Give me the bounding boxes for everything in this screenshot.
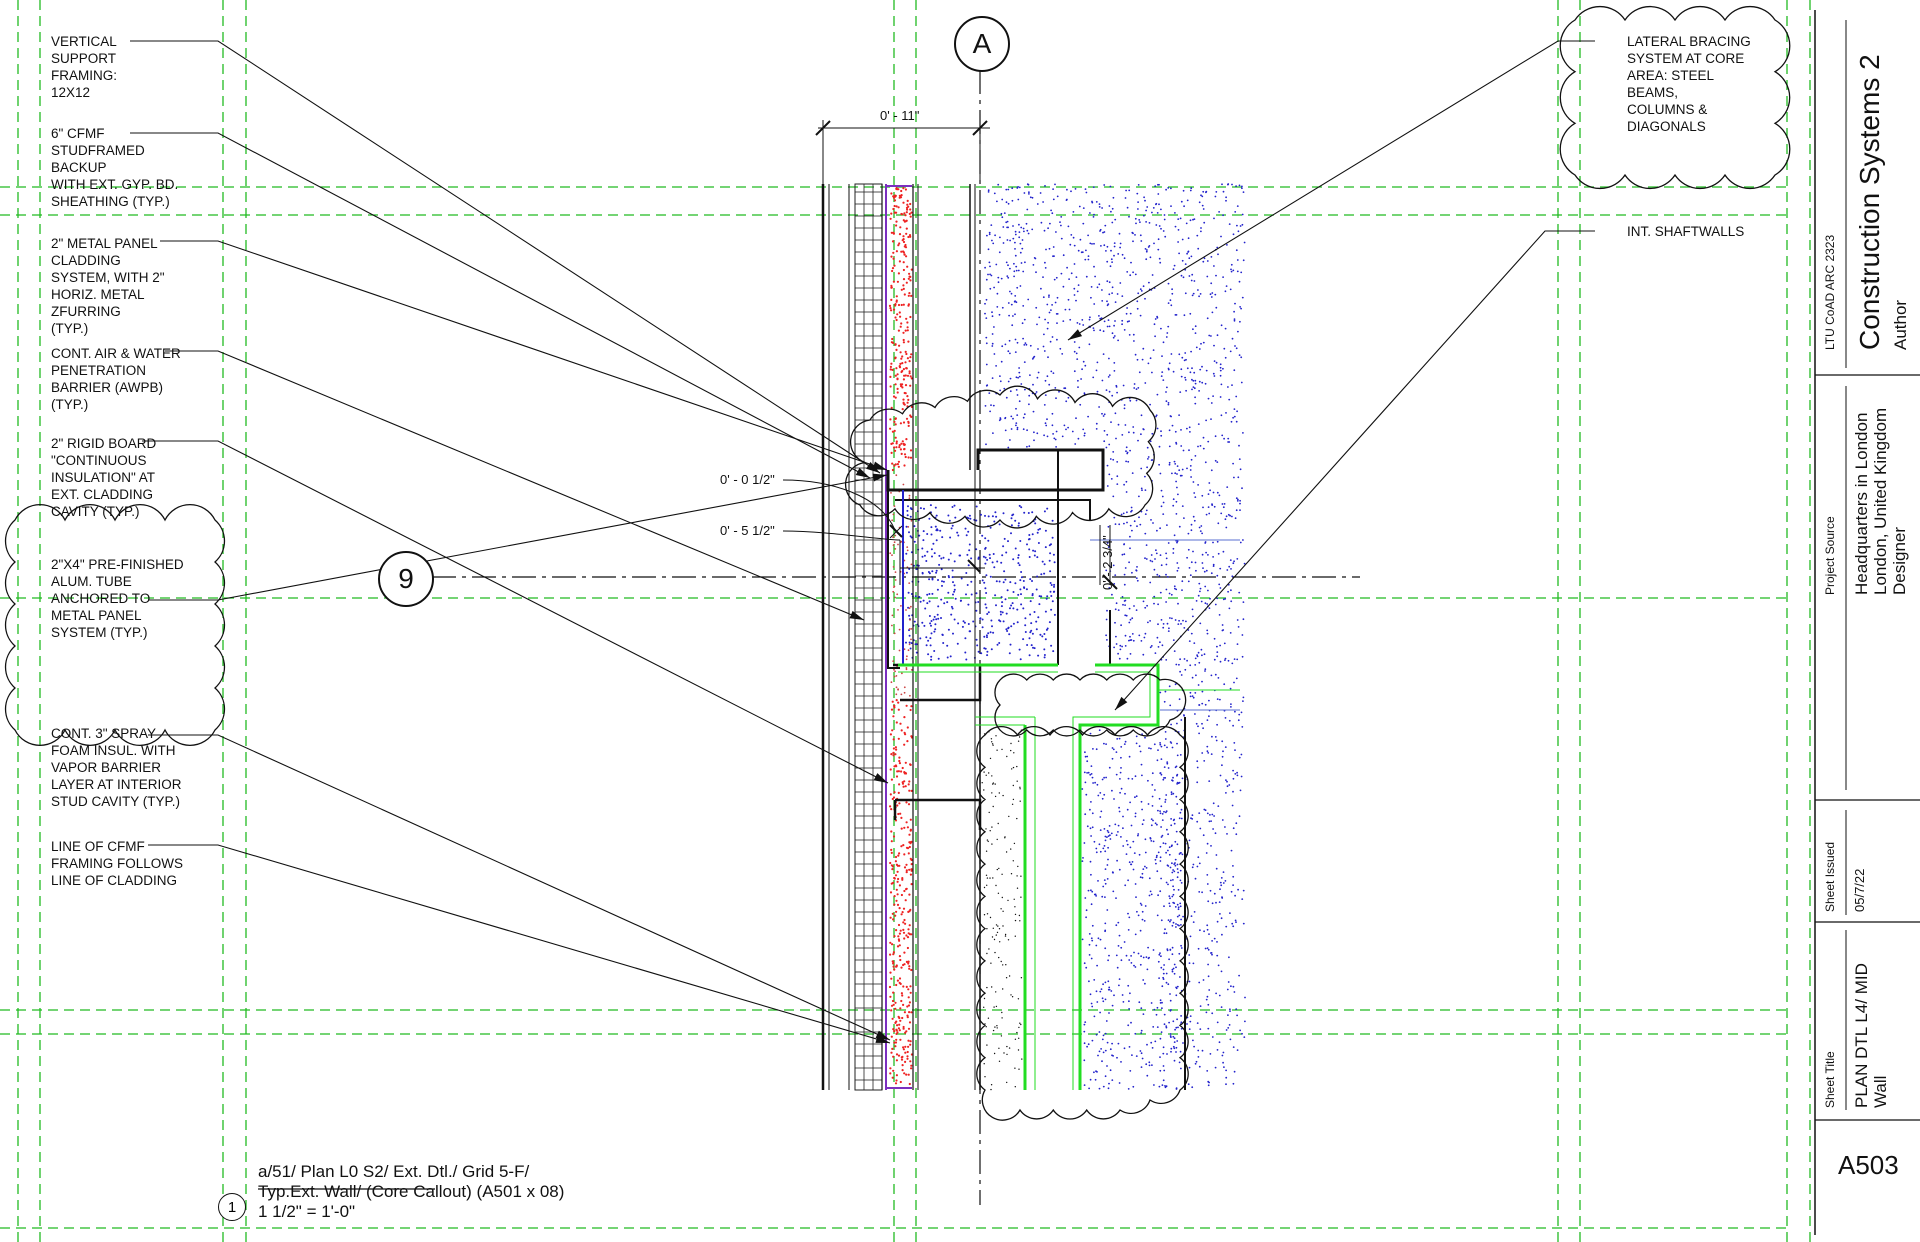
note-cfmf-backup: 6" CFMF STUDFRAMED BACKUP WITH EXT. GYP.… bbox=[51, 126, 179, 209]
title-block-lines bbox=[1815, 20, 1920, 1121]
dim-overall: 0' - 11" bbox=[880, 108, 920, 123]
sheet-border bbox=[17, 0, 1816, 1242]
tb-project-source-label: Project Source bbox=[1823, 516, 1837, 595]
callout-scale: 1 1/2" = 1'-0" bbox=[258, 1202, 356, 1221]
tb-sheet-title-line-1: PLAN DTL L4/ MID bbox=[1852, 963, 1871, 1108]
reference-grid bbox=[0, 0, 1787, 1242]
metal-panel-cladding bbox=[854, 183, 883, 1091]
grid-bubble-a: A bbox=[954, 16, 1010, 72]
dim-two-three-quarter: 0' - 2 3/4" bbox=[1100, 535, 1115, 590]
wall-linework bbox=[821, 184, 1186, 1090]
concrete-core-hatch bbox=[905, 183, 1246, 1091]
note-spray-foam: CONT. 3" SPRAY FOAM INSUL. WITH VAPOR BA… bbox=[51, 726, 182, 809]
tb-project-line-3: Designer bbox=[1890, 526, 1909, 595]
tb-course: LTU CoAD ARC 2323 bbox=[1823, 234, 1837, 350]
tb-project-line-2: London, United Kingdom bbox=[1871, 407, 1890, 595]
note-alum-tube: 2"X4" PRE-FINISHED ALUM. TUBE ANCHORED T… bbox=[51, 557, 184, 640]
note-awpb: CONT. AIR & WATER PENETRATION BARRIER (A… bbox=[51, 346, 181, 412]
dim-half-inch: 0' - 0 1/2" bbox=[720, 472, 775, 487]
dim-five-half: 0' - 5 1/2" bbox=[720, 523, 775, 538]
tb-author: Author bbox=[1891, 299, 1910, 350]
note-cfmf-line: LINE OF CFMF FRAMING FOLLOWS LINE OF CLA… bbox=[51, 839, 184, 888]
grid-bubble-9: 9 bbox=[378, 551, 434, 607]
leader-arrowheads bbox=[849, 329, 1128, 1043]
callout-line-2: Typ.Ext. Wall/ (Core Callout) (A501 x 08… bbox=[258, 1182, 565, 1201]
tb-sheet-issued: 05/7/22 bbox=[1852, 868, 1867, 912]
shaftwall-linework bbox=[898, 663, 1240, 1090]
tb-sheet-title-label: Sheet Title bbox=[1823, 1051, 1837, 1108]
leader-lines bbox=[130, 40, 1595, 1044]
dimension-lines bbox=[782, 120, 1118, 590]
tb-sheet-number: A503 bbox=[1838, 1150, 1899, 1180]
note-vertical-support: VERTICAL SUPPORT FRAMING: 12X12 bbox=[51, 34, 117, 100]
callout-number: 1 bbox=[218, 1193, 246, 1221]
tb-sheet-issued-label: Sheet Issued bbox=[1823, 841, 1837, 912]
note-rigid-board: 2" RIGID BOARD "CONTINUOUS INSULATION" A… bbox=[51, 436, 157, 519]
revision-clouds bbox=[4, 6, 1791, 1121]
tb-sheet-title-line-2: Wall bbox=[1871, 1075, 1890, 1108]
callout-line-1: a/51/ Plan L0 S2/ Ext. Dtl./ Grid 5-F/ bbox=[258, 1162, 530, 1181]
tb-project-line-1: Headquarters in London bbox=[1852, 412, 1871, 595]
note-lateral-bracing: LATERAL BRACING SYSTEM AT CORE AREA: STE… bbox=[1627, 34, 1751, 134]
note-metal-panel: 2" METAL PANEL CLADDING SYSTEM, WITH 2" … bbox=[51, 236, 165, 336]
tb-course-title: Construction Systems 2 bbox=[1854, 54, 1885, 350]
note-shaftwalls: INT. SHAFTWALLS bbox=[1627, 224, 1745, 239]
